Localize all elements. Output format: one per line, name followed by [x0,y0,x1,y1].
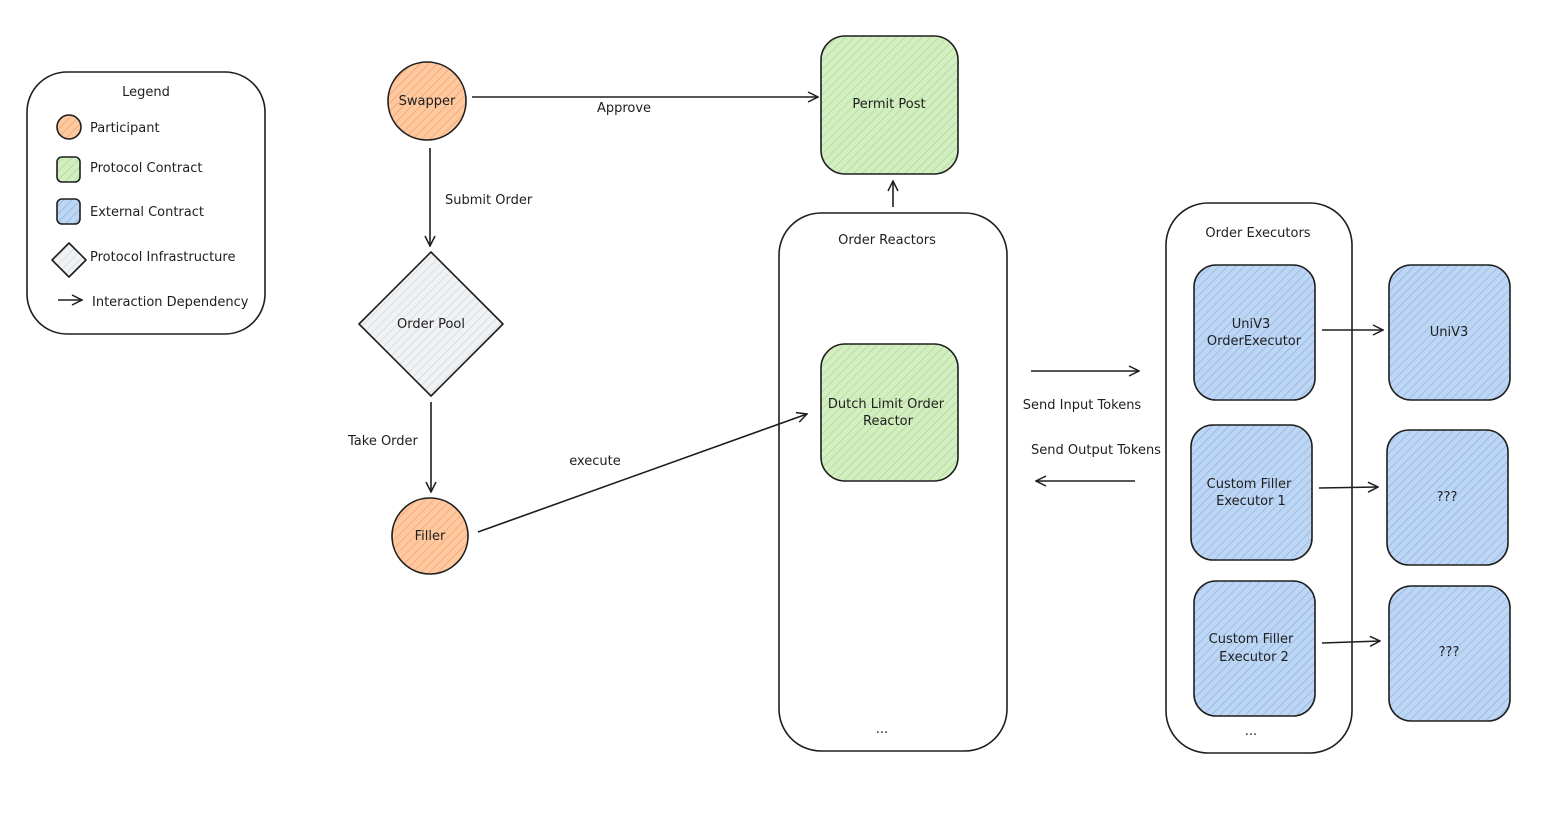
custom-filler-2-box [1193,580,1316,717]
swapper-label: Swapper [399,94,456,109]
swapper-node: Swapper [387,61,467,141]
order-reactors-group: Order Reactors Dutch Limit Order Reactor… [778,212,1008,752]
swapper-circle [387,61,467,141]
unknown-1-box [1386,429,1509,566]
custom-filler-2-to-unknown-arrow [1321,641,1380,643]
permit-post-box [820,35,959,175]
legend-infrastructure-icon [51,242,87,278]
legend-protocol-contract-icon [56,156,81,183]
order-executors-group: Order Executors UniV3 OrderExecutor Cust… [1165,202,1353,754]
unknown-2-box [1388,585,1511,722]
order-reactors-more: ... [876,722,888,737]
legend-participant-label: Participant [90,121,160,136]
order-pool-label: Order Pool [397,317,465,332]
unknown-1-label: ??? [1437,490,1458,505]
take-order-label: Take Order [347,434,419,449]
send-output-tokens-label: Send Output Tokens [1031,443,1161,458]
dutch-reactor-label-line2: Reactor [863,414,914,429]
order-executors-container [1165,202,1353,754]
send-input-tokens-label: Send Input Tokens [1023,398,1142,413]
approve-label: Approve [597,101,651,116]
univ3-label: UniV3 [1430,325,1469,340]
legend: Legend Participant Protocol Contract Ext… [26,71,266,335]
univ3-executor-label-line1: UniV3 [1232,317,1271,332]
legend-participant-icon [56,114,82,140]
dutch-reactor-box [820,343,959,482]
order-executors-more: ... [1245,724,1257,739]
filler-node: Filler [391,497,469,575]
custom-filler-1-label-line1: Custom Filler [1207,477,1292,492]
legend-title: Legend [122,85,170,100]
univ3-box [1388,264,1511,401]
execute-label: execute [569,454,621,469]
order-reactors-container [778,212,1008,752]
univ3-executor-label-line2: OrderExecutor [1207,334,1302,349]
custom-filler-1-to-unknown-arrow [1318,487,1378,488]
legend-arrow-label: Interaction Dependency [92,295,249,310]
dutch-reactor-label-line1: Dutch Limit Order [828,397,945,412]
legend-protocol-contract-label: Protocol Contract [90,161,202,176]
custom-filler-1-box [1190,424,1313,561]
order-pool-node: Order Pool [358,251,504,397]
order-reactors-title: Order Reactors [838,233,936,248]
order-pool-diamond [358,251,504,397]
unknown-2-label: ??? [1439,645,1460,660]
order-executors-title: Order Executors [1205,226,1310,241]
submit-order-label: Submit Order [445,193,533,208]
permit-post-node: Permit Post [820,35,959,175]
legend-box [26,71,266,335]
custom-filler-2-label-line2: Executor 2 [1219,650,1289,665]
execute-arrow [477,414,807,533]
custom-filler-2-label-line1: Custom Filler [1209,632,1294,647]
custom-filler-1-label-line2: Executor 1 [1216,494,1286,509]
filler-label: Filler [415,529,446,544]
legend-infrastructure-label: Protocol Infrastructure [90,250,235,265]
legend-external-contract-label: External Contract [90,205,204,220]
univ3-executor-box [1193,264,1316,401]
filler-circle [391,497,469,575]
permit-post-label: Permit Post [852,97,925,112]
legend-external-contract-icon [56,198,81,225]
